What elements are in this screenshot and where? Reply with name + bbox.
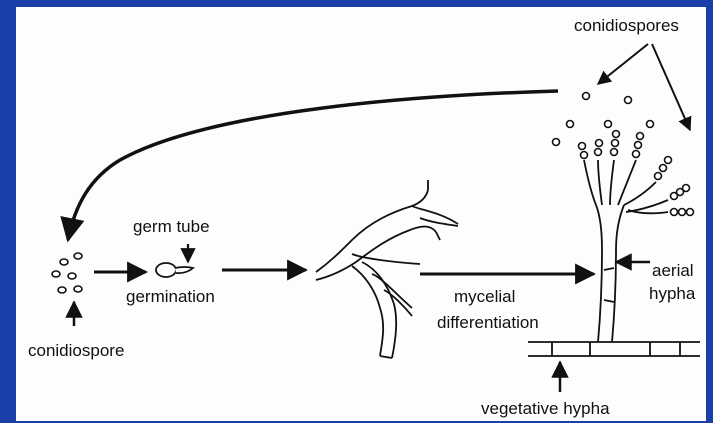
spore-cluster [52, 253, 82, 293]
aerial-hypha-drawing [584, 160, 668, 342]
germinating-spore [156, 263, 193, 277]
hypha-label: hypha [649, 284, 696, 303]
mycelial-label: mycelial [454, 287, 515, 306]
germ-tube-label: germ tube [133, 217, 210, 236]
conidiospores-label: conidiospores [574, 16, 679, 35]
aerial-label: aerial [652, 261, 694, 280]
conidiospore-label: conidiospore [28, 341, 124, 360]
conidiospores-pointer-arrow-left [598, 44, 648, 84]
conidia-chains [553, 93, 694, 216]
conidiospores-pointer-arrow-right [652, 44, 690, 130]
vegetative-hypha-drawing [528, 342, 700, 356]
differentiation-label: differentiation [437, 313, 539, 332]
germination-label: germination [126, 287, 215, 306]
vegetative-hypha-label: vegetative hypha [481, 399, 610, 418]
